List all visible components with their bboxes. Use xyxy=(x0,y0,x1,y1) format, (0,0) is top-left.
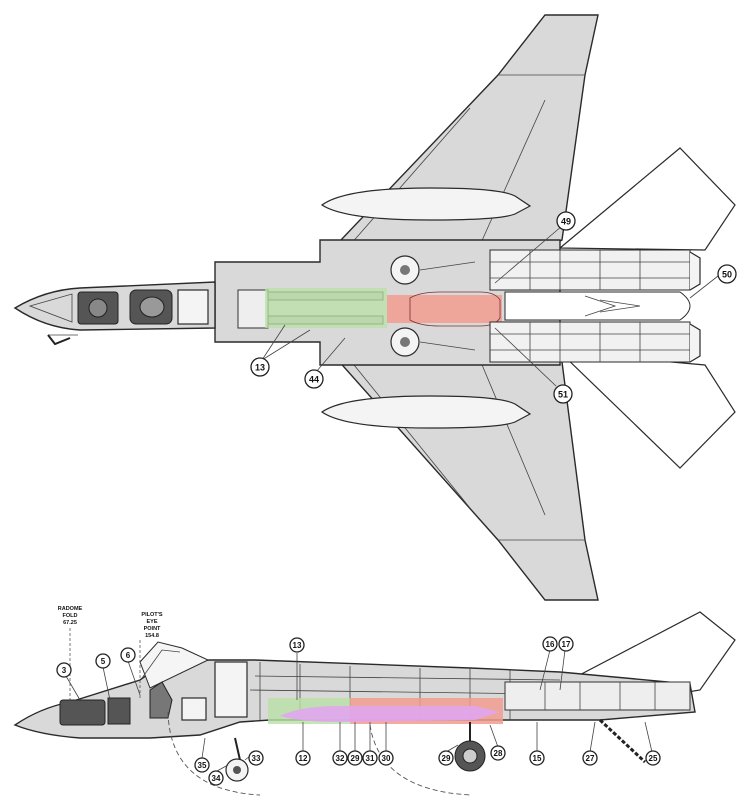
callout-28: 28 xyxy=(489,724,506,761)
arresting-hook xyxy=(598,718,647,764)
callout-13-profile: 13 xyxy=(289,637,305,700)
lower-wing xyxy=(318,339,599,601)
callout-17: 17 xyxy=(558,636,574,691)
forward-bay xyxy=(237,289,269,329)
svg-text:29: 29 xyxy=(442,754,451,763)
svg-text:27: 27 xyxy=(586,754,595,763)
radome-fold-label: RADOME FOLD 67.25 xyxy=(58,606,83,700)
lower-engine xyxy=(489,321,691,363)
svg-text:3: 3 xyxy=(62,666,67,675)
callout-35: 35 xyxy=(194,737,210,773)
svg-text:30: 30 xyxy=(382,754,391,763)
svg-text:67.25: 67.25 xyxy=(63,620,77,626)
profile-view: RADOME FOLD 67.25 PILOT'S EYE POINT 154.… xyxy=(13,606,736,796)
svg-text:13: 13 xyxy=(293,641,302,650)
callout-49: 49 xyxy=(494,211,576,284)
svg-text:34: 34 xyxy=(212,774,221,783)
svg-text:25: 25 xyxy=(649,754,658,763)
svg-text:PILOT'S: PILOT'S xyxy=(141,612,163,618)
callout-12: 12 xyxy=(295,722,311,766)
pilot-eye-label: PILOT'S EYE POINT 154.8 xyxy=(139,612,163,700)
upper-engine xyxy=(489,249,691,291)
callout-50: 50 xyxy=(689,264,737,299)
lower-drop-tank xyxy=(320,395,532,429)
upper-drop-tank xyxy=(320,187,532,221)
svg-text:15: 15 xyxy=(533,754,542,763)
svg-text:51: 51 xyxy=(558,390,568,400)
upper-wing xyxy=(318,14,599,263)
callout-31: 31 xyxy=(362,722,378,766)
red-highlight-plan xyxy=(387,295,502,323)
purple-highlight-profile xyxy=(280,706,500,722)
svg-text:154.8: 154.8 xyxy=(145,633,159,639)
callout-15: 15 xyxy=(529,722,545,766)
svg-text:29: 29 xyxy=(351,754,360,763)
svg-text:RADOME: RADOME xyxy=(58,606,83,612)
callout-5: 5 xyxy=(95,653,111,701)
upper-stabilizer xyxy=(558,147,736,251)
svg-text:5: 5 xyxy=(101,657,106,666)
callout-13-plan: 13 xyxy=(250,324,311,377)
callout-3: 3 xyxy=(56,662,81,701)
svg-text:49: 49 xyxy=(561,217,571,227)
svg-text:33: 33 xyxy=(252,754,261,763)
lower-stabilizer xyxy=(558,351,736,469)
callout-34: 34 xyxy=(208,764,229,786)
svg-text:31: 31 xyxy=(366,754,375,763)
svg-text:FOLD: FOLD xyxy=(63,613,78,619)
green-highlight-plan xyxy=(265,288,387,328)
callout-29b: 29 xyxy=(438,744,459,766)
callout-44: 44 xyxy=(304,337,346,389)
callout-6: 6 xyxy=(120,647,141,696)
tail-cone xyxy=(504,291,691,321)
callout-16: 16 xyxy=(539,636,558,691)
svg-text:6: 6 xyxy=(126,651,131,660)
svg-text:17: 17 xyxy=(562,640,571,649)
svg-text:16: 16 xyxy=(546,640,555,649)
callout-51: 51 xyxy=(494,327,573,404)
svg-text:13: 13 xyxy=(255,363,265,373)
svg-text:POINT: POINT xyxy=(144,626,161,632)
svg-text:35: 35 xyxy=(198,761,207,770)
svg-text:EYE: EYE xyxy=(146,619,157,625)
callout-27: 27 xyxy=(582,721,598,766)
callout-29a: 29 xyxy=(347,722,363,766)
svg-text:28: 28 xyxy=(494,749,503,758)
canopy xyxy=(139,641,210,689)
callout-30: 30 xyxy=(378,722,394,766)
callout-25: 25 xyxy=(644,721,661,766)
svg-text:50: 50 xyxy=(722,270,732,280)
svg-text:32: 32 xyxy=(336,754,345,763)
plan-view: 13 44 49 50 51 xyxy=(13,14,737,601)
svg-text:44: 44 xyxy=(309,375,319,385)
callout-32: 32 xyxy=(332,722,348,766)
callout-33: 33 xyxy=(244,750,264,766)
svg-text:12: 12 xyxy=(299,754,308,763)
